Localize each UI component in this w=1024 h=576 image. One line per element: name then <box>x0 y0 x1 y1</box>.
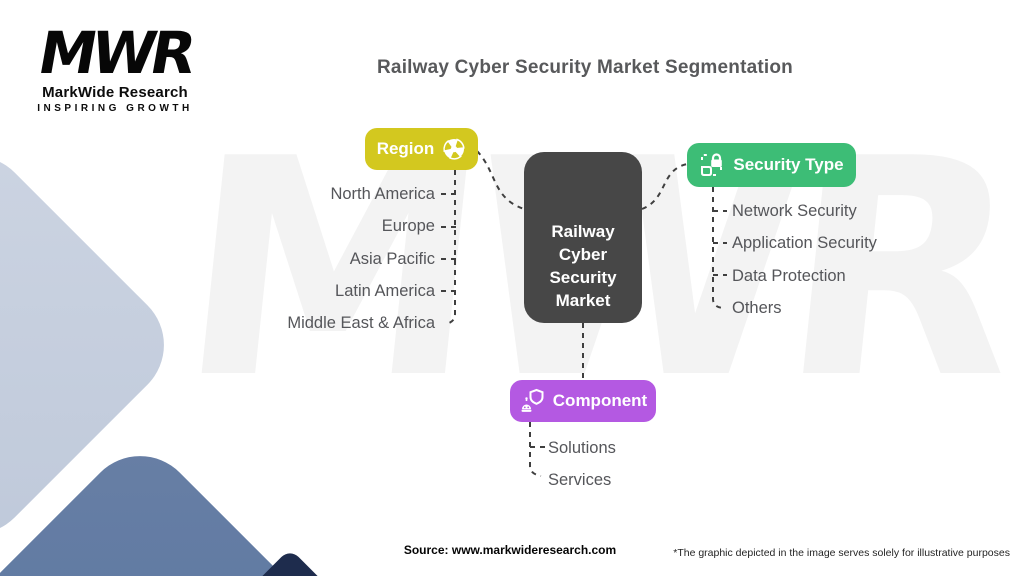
component-items: Solutions Services <box>548 432 616 496</box>
region-badge-label: Region <box>376 139 435 158</box>
component-badge: Component <box>510 380 656 422</box>
globe-icon <box>442 137 466 161</box>
security-type-item: Data Protection <box>732 266 846 285</box>
page-title: Railway Cyber Security Market Segmentati… <box>377 57 793 78</box>
source-text: Source: www.markwideresearch.com <box>403 543 617 557</box>
region-item: North America <box>330 185 435 203</box>
disclaimer-text: *The graphic depicted in the image serve… <box>673 547 1010 559</box>
center-node-line: Security <box>549 268 617 287</box>
markwide-logo: MWR MarkWide Research INSPIRING GROWTH <box>30 19 200 114</box>
security-type-item: Others <box>732 298 782 317</box>
center-node-line: Cyber <box>558 245 608 264</box>
security-type-items: Network Security Application Security Da… <box>732 195 877 324</box>
component-item: Solutions <box>548 439 616 457</box>
logo-monogram: MWR <box>33 19 197 87</box>
security-type-badge: Security Type <box>687 143 856 187</box>
logo-tagline: INSPIRING GROWTH <box>37 103 193 114</box>
component-badge-label: Component <box>552 391 648 410</box>
center-node-line: Railway <box>551 222 615 241</box>
component-item: Services <box>548 471 612 489</box>
scan-lock-icon <box>699 152 725 178</box>
region-items: North America Europe Asia Pacific Latin … <box>120 178 435 339</box>
security-type-item: Network Security <box>732 202 857 220</box>
region-item: Asia Pacific <box>349 249 435 268</box>
security-type-badge-label: Security Type <box>733 155 844 174</box>
region-item: Latin America <box>335 281 435 300</box>
logo-name: MarkWide Research <box>42 84 188 101</box>
region-item: Europe <box>381 217 435 236</box>
security-type-item: Application Security <box>732 234 877 253</box>
region-badge: Region <box>365 128 478 170</box>
center-node: Railway Cyber Security Market <box>524 152 642 323</box>
region-item: Middle East & Africa <box>287 314 435 333</box>
shield-robot-icon <box>519 388 545 414</box>
center-node-line: Market <box>555 291 611 310</box>
